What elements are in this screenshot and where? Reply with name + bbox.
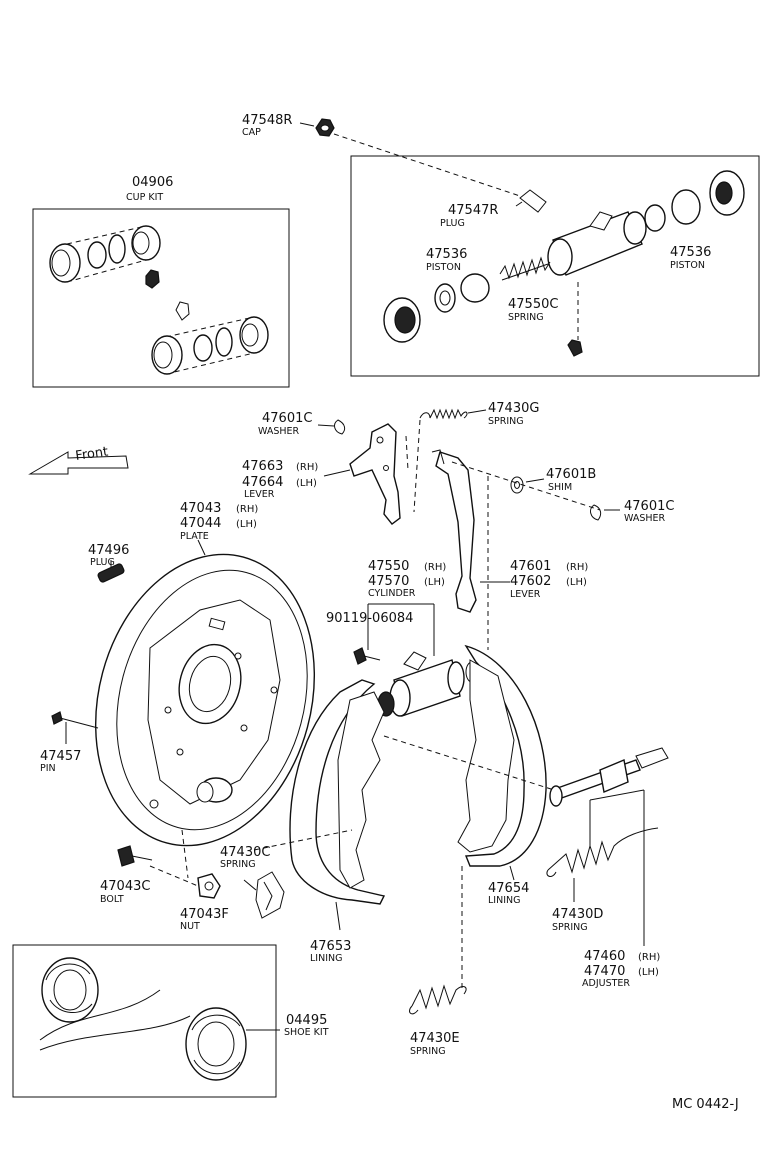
lever-47663-name: LEVER xyxy=(244,489,275,500)
plate-number-lh: 47044 xyxy=(180,516,221,531)
lever-47663-number: 47663 xyxy=(242,459,283,474)
spring-47430c-name: SPRING xyxy=(220,859,256,870)
piston-left-name: PISTON xyxy=(426,262,461,273)
spring-47430c-part xyxy=(255,871,285,919)
plate-number-rh: 47043 xyxy=(180,501,221,516)
lining-47653-number: 47653 xyxy=(310,939,351,954)
shoe-kit-box xyxy=(12,944,277,1098)
plate-name: PLATE xyxy=(180,531,209,542)
pin-number: 47457 xyxy=(40,749,81,764)
lever-47602-number-lh: 47602 xyxy=(510,574,551,589)
plug-47547r-number: 47547R xyxy=(448,203,498,218)
washer-a-number: 47601C xyxy=(262,411,312,426)
cylinder-assembly-part xyxy=(377,651,479,717)
spring-47430g-name: SPRING xyxy=(488,416,524,427)
lever-47664-side: (LH) xyxy=(296,478,317,489)
plug-47547r-name: PLUG xyxy=(440,218,465,229)
plug-47496-name: PLUG xyxy=(90,557,115,568)
plate-side-rh: (RH) xyxy=(236,504,258,515)
washer-b-name: WASHER xyxy=(624,513,666,524)
lever-47601-name: LEVER xyxy=(510,589,541,600)
shim-number: 47601B xyxy=(546,467,596,482)
spring-47430c-number: 47430C xyxy=(220,845,270,860)
piston-right-number: 47536 xyxy=(670,245,711,260)
bolt-47043c-name: BOLT xyxy=(100,894,124,905)
spring-47430g-part xyxy=(419,408,468,420)
adjuster-number-rh: 47460 xyxy=(584,949,625,964)
cup-kit-parts xyxy=(49,225,269,375)
spring-47550c-number: 47550C xyxy=(508,297,558,312)
front-label: Front xyxy=(74,445,109,464)
cylinder-number-lh: 47570 xyxy=(368,574,409,589)
plug-47496-number: 47496 xyxy=(88,543,129,558)
spring-47430g-number: 47430G xyxy=(488,401,539,416)
cap-number: 47548R xyxy=(242,113,292,128)
lever-47663-side: (RH) xyxy=(296,462,318,473)
adjuster-name: ADJUSTER xyxy=(582,978,630,989)
spring-47550c-name: SPRING xyxy=(508,312,544,323)
washer-part-b xyxy=(590,504,602,521)
pin-name: PIN xyxy=(40,763,56,774)
cylinder-number-rh: 47550 xyxy=(368,559,409,574)
shim-name: SHIM xyxy=(548,482,572,493)
nut-47043f-name: NUT xyxy=(180,921,200,932)
nut-47043f-number: 47043F xyxy=(180,907,229,922)
bolt-90119-number: 90119-06084 xyxy=(326,611,413,626)
spring-47430e-number: 47430E xyxy=(410,1031,460,1046)
lining-47654-name: LINING xyxy=(488,895,520,906)
bolt-47043c-number: 47043C xyxy=(100,879,150,894)
washer-a-name: WASHER xyxy=(258,426,300,437)
lever-47601-number-rh: 47601 xyxy=(510,559,551,574)
parking-lever-part xyxy=(349,423,401,525)
shoe-lining-47653-part xyxy=(289,679,386,905)
plug-47496-part xyxy=(97,563,125,583)
adjusting-lever-part xyxy=(431,449,477,613)
spring-47430d-number: 47430D xyxy=(552,907,603,922)
lever-47664-number: 47664 xyxy=(242,475,283,490)
cylinder-side-rh: (RH) xyxy=(424,562,446,573)
front-arrow-icon xyxy=(28,451,129,475)
nut-47043f-part xyxy=(197,873,221,899)
adjuster-side-rh: (RH) xyxy=(638,952,660,963)
cup-kit-number: 04906 xyxy=(132,175,173,190)
shoe-kit-number: 04495 xyxy=(286,1013,327,1028)
cup-kit-name: CUP KIT xyxy=(126,192,163,203)
adjuster-number-lh: 47470 xyxy=(584,964,625,979)
cylinder-side-lh: (LH) xyxy=(424,577,445,588)
washer-part-a xyxy=(334,419,346,435)
pin-part xyxy=(51,711,99,729)
cylinder-name: CYLINDER xyxy=(368,588,416,599)
adjuster-side-lh: (LH) xyxy=(638,967,659,978)
shoe-kit-name: SHOE KIT xyxy=(284,1027,329,1038)
cup-kit-box xyxy=(32,208,290,388)
adjuster-part xyxy=(549,747,669,807)
lining-47653-name: LINING xyxy=(310,953,342,964)
spring-47430e-name: SPRING xyxy=(410,1046,446,1057)
bolt-47043c-part xyxy=(117,845,153,867)
lever-47602-side-lh: (LH) xyxy=(566,577,587,588)
backing-plate-part xyxy=(94,553,316,847)
cap-part xyxy=(315,118,335,137)
wheel-cylinder-box xyxy=(350,155,760,377)
plate-side-lh: (LH) xyxy=(236,519,257,530)
spring-47430e-part xyxy=(409,984,467,1015)
spring-47430d-name: SPRING xyxy=(552,922,588,933)
spring-47430d-part xyxy=(546,827,659,877)
shoe-kit-parts xyxy=(39,957,247,1081)
drawing-code: MC 0442-J xyxy=(672,1097,739,1112)
shim-part xyxy=(510,476,524,494)
wheel-cylinder-exploded xyxy=(383,170,745,357)
piston-left-number: 47536 xyxy=(426,247,467,262)
lever-47601-side-rh: (RH) xyxy=(566,562,588,573)
cap-name: CAP xyxy=(242,127,261,138)
bolt-90119-part xyxy=(353,647,381,665)
shoe-lining-47654-part xyxy=(457,644,547,867)
washer-b-number: 47601C xyxy=(624,499,674,514)
piston-right-name: PISTON xyxy=(670,260,705,271)
lining-47654-number: 47654 xyxy=(488,881,529,896)
